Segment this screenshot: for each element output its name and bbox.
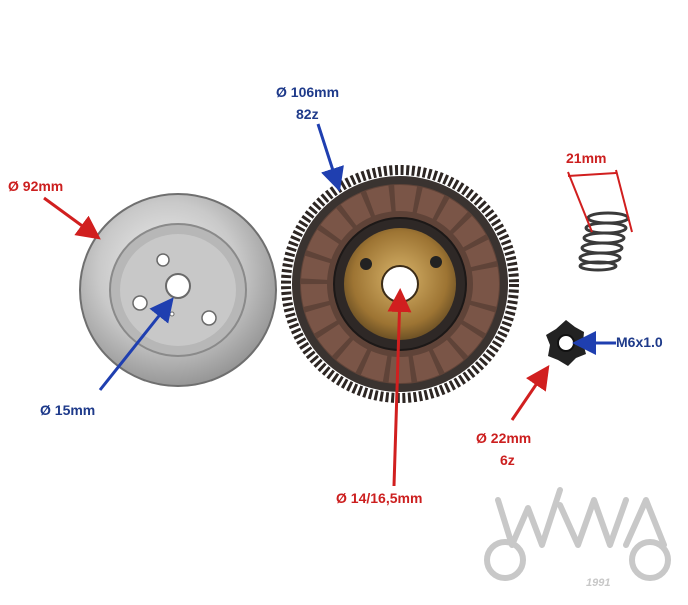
- pulley-diameter-label: Ø 92mm: [8, 178, 64, 194]
- watermark-logo: [484, 487, 671, 581]
- spring-dimension-marker: [567, 169, 633, 233]
- gear-teeth-label: 82z: [296, 106, 319, 122]
- arrows: [43, 123, 616, 487]
- nut-diameter-label: Ø 22mm: [476, 430, 532, 446]
- arrow-pulley-bore: [98, 297, 174, 391]
- spring-length-label: 21mm: [566, 150, 607, 166]
- arrow-gear-bore: [387, 288, 412, 487]
- spring: [578, 211, 630, 272]
- clutch-gear: [281, 165, 519, 403]
- arrow-gear-diameter: [316, 123, 344, 192]
- pulley-bore-label: Ø 15mm: [40, 402, 96, 418]
- gear-bore-label: Ø 14/16,5mm: [336, 490, 423, 506]
- watermark-year: 1991: [586, 577, 611, 589]
- pulley-disc: [79, 193, 277, 387]
- nut-thread-label: M6x1.0: [616, 334, 663, 350]
- arrow-pulley-diameter: [43, 196, 101, 240]
- gear-diameter-label: Ø 106mm: [276, 84, 340, 100]
- nut-teeth-label: 6z: [500, 452, 515, 468]
- arrow-nut-diameter: [510, 365, 550, 421]
